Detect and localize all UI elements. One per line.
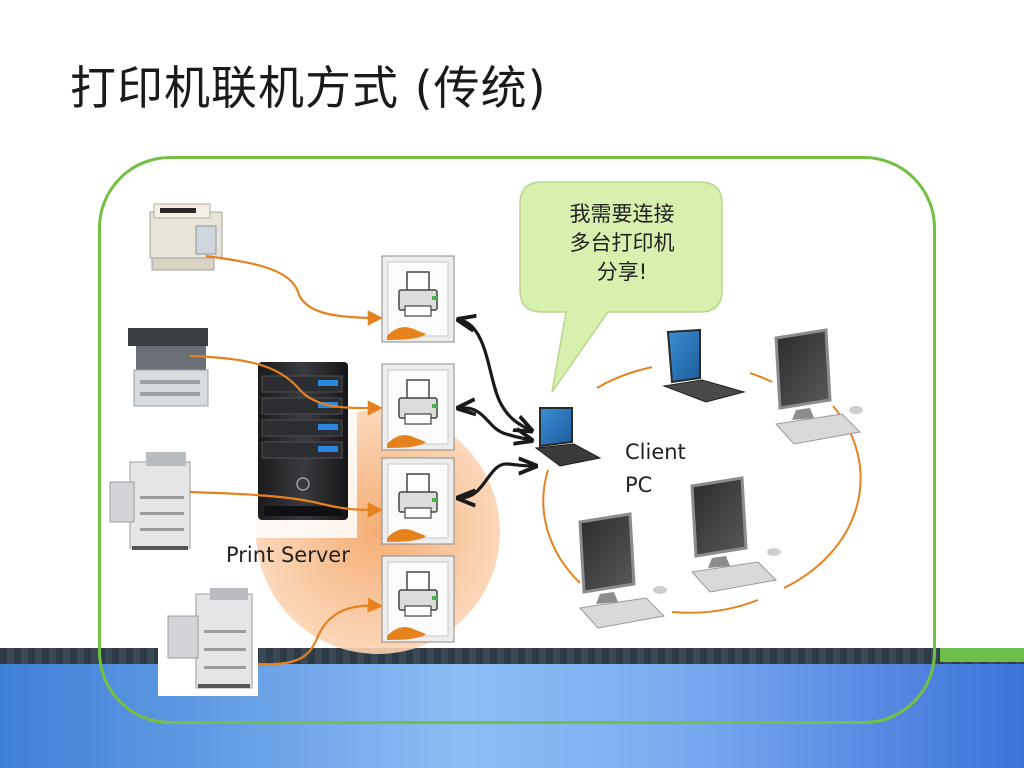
printer-queue-icon <box>381 457 455 545</box>
printer-queue-icon <box>381 555 455 643</box>
printer-queue-icon <box>381 255 455 343</box>
print-server-label: Print Server <box>226 543 350 567</box>
copier-icon <box>109 452 191 550</box>
laptop-icon <box>534 407 602 467</box>
server-tower-icon <box>247 356 357 538</box>
client-pc-label: Client PC <box>625 440 686 497</box>
speech-bubble-text: 我需要连接 多台打印机 分享! <box>569 202 675 284</box>
diagram-frame <box>98 156 936 724</box>
share-link-arrow <box>460 464 534 498</box>
copier-icon <box>158 588 258 696</box>
speech-bubble <box>519 181 723 393</box>
printer-link-arrow <box>205 254 384 326</box>
multifunction-printer-icon <box>128 328 209 407</box>
printer-queue-icon <box>381 363 455 451</box>
printer-link-arrow <box>257 597 384 666</box>
footer-green-accent <box>940 648 1024 662</box>
desktop-pc-icon <box>690 476 781 593</box>
laser-printer-icon <box>149 203 223 271</box>
desktop-pc-icon <box>578 512 667 629</box>
printer-link-arrow <box>189 490 384 518</box>
desktop-pc-icon <box>774 328 863 445</box>
printer-link-arrow <box>189 354 384 416</box>
laptop-icon <box>652 320 750 412</box>
share-link-arrow <box>460 320 530 430</box>
slide-title: 打印机联机方式 (传统) <box>70 61 547 115</box>
share-link-arrow <box>460 408 530 440</box>
